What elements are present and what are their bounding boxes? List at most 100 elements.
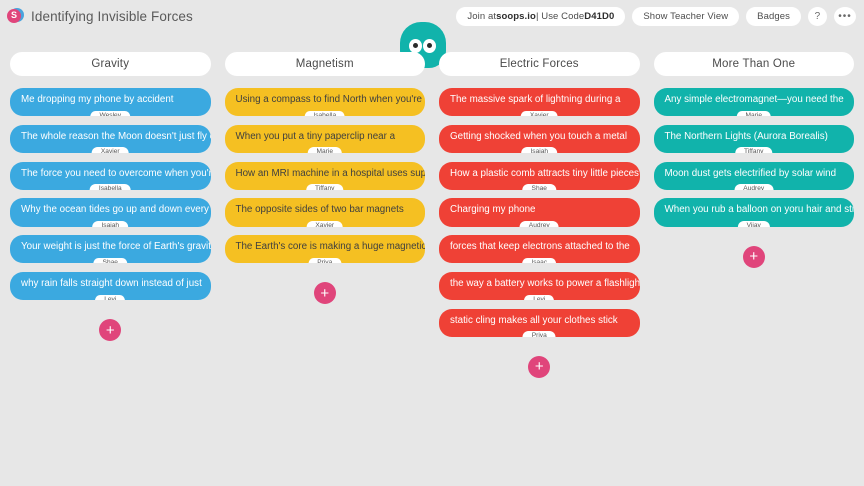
brand: S Identifying Invisible Forces bbox=[0, 7, 193, 25]
join-prefix: Join at bbox=[467, 10, 497, 22]
app-header: S Identifying Invisible Forces Join at s… bbox=[0, 0, 864, 32]
idea-card-text: the way a battery works to power a flash… bbox=[450, 277, 640, 289]
idea-card[interactable]: the way a battery works to power a flash… bbox=[439, 271, 640, 301]
idea-card-text: forces that keep electrons attached to t… bbox=[450, 241, 630, 253]
idea-card-author: Shae bbox=[93, 257, 127, 264]
idea-card-author: Isabella bbox=[89, 184, 131, 190]
idea-card-author: Isaac bbox=[522, 257, 557, 264]
join-separator: | Use Code bbox=[535, 10, 585, 22]
idea-card-text: The whole reason the Moon doesn't just f… bbox=[21, 130, 211, 142]
idea-card-text: How an MRI machine in a hospital uses su… bbox=[235, 167, 426, 179]
add-card-button[interactable]: + bbox=[528, 355, 551, 378]
idea-card-author: Isaiah bbox=[521, 147, 558, 154]
idea-card-author: Xavier bbox=[520, 110, 558, 117]
idea-card[interactable]: static cling makes all your clothes stic… bbox=[439, 308, 640, 337]
idea-card[interactable]: Your weight is just the force of Earth's… bbox=[10, 235, 211, 264]
add-card-row: + bbox=[654, 245, 855, 268]
idea-card-author: Vijay bbox=[737, 221, 770, 227]
idea-card-author: Audrey bbox=[734, 184, 774, 190]
idea-card-text: Charging my phone bbox=[450, 204, 536, 216]
idea-card-text: The Earth's core is making a huge magnet… bbox=[235, 241, 426, 253]
idea-card-author: Xavier bbox=[306, 221, 344, 227]
idea-card[interactable]: Why the ocean tides go up and down every… bbox=[10, 198, 211, 227]
add-card-button[interactable]: + bbox=[313, 282, 336, 305]
idea-card-author: Levi bbox=[524, 294, 555, 301]
column-header[interactable]: Electric Forces bbox=[439, 52, 640, 76]
help-icon[interactable]: ? bbox=[808, 6, 827, 26]
idea-card[interactable]: How a plastic comb attracts tiny little … bbox=[439, 161, 640, 190]
idea-card[interactable]: The Earth's core is making a huge magnet… bbox=[224, 235, 426, 264]
header-actions: Join at soops.io | Use Code D41D0 Show T… bbox=[456, 6, 864, 26]
idea-card-text: When you rub a balloon on yoru hair and … bbox=[664, 204, 855, 216]
idea-card[interactable]: The Northern Lights (Aurora Borealis) Tif… bbox=[653, 124, 854, 154]
add-card-row: + bbox=[10, 319, 211, 342]
idea-card[interactable]: The whole reason the Moon doesn't just f… bbox=[10, 124, 211, 154]
idea-card-text: Any simple electromagnet—you need the bbox=[664, 94, 844, 105]
idea-card-text: When you put a tiny paperclip near a bbox=[235, 130, 396, 142]
idea-card-author: Audrey bbox=[519, 221, 559, 227]
join-code-pill[interactable]: Join at soops.io | Use Code D41D0 bbox=[456, 6, 626, 26]
idea-card-author: Tiffany bbox=[735, 147, 773, 154]
column-header[interactable]: More Than One bbox=[653, 52, 854, 76]
show-teacher-view-button[interactable]: Show Teacher View bbox=[632, 6, 740, 26]
add-card-button[interactable]: + bbox=[742, 245, 765, 268]
more-options-icon[interactable]: ••• bbox=[834, 6, 856, 26]
add-card-row: + bbox=[439, 355, 640, 378]
idea-card-text: The massive spark of lightning during a bbox=[450, 94, 621, 105]
idea-card[interactable]: why rain falls straight down instead of … bbox=[10, 271, 211, 301]
idea-card-text: How a plastic comb attracts tiny little … bbox=[450, 167, 639, 179]
logo-letter: S bbox=[7, 8, 21, 23]
idea-card-text: The Northern Lights (Aurora Borealis) bbox=[664, 130, 828, 142]
card-list: Using a compass to find North when you'r… bbox=[224, 88, 426, 264]
add-card-button[interactable]: + bbox=[99, 319, 122, 342]
idea-card-text: The opposite sides of two bar magnets bbox=[235, 204, 404, 216]
idea-card[interactable]: How an MRI machine in a hospital uses su… bbox=[224, 161, 426, 190]
idea-card-text: Moon dust gets electrified by solar wind bbox=[664, 167, 837, 179]
add-card-row: + bbox=[225, 282, 426, 305]
idea-card[interactable]: forces that keep electrons attached to t… bbox=[439, 235, 640, 264]
badges-button[interactable]: Badges bbox=[746, 6, 801, 26]
idea-card-author: Shae bbox=[522, 184, 556, 190]
page-title: Identifying Invisible Forces bbox=[31, 8, 193, 24]
idea-card-author: Isaiah bbox=[92, 221, 129, 227]
idea-card-author: Priya bbox=[522, 331, 556, 337]
card-list: The massive spark of lightning during a X… bbox=[439, 88, 640, 337]
idea-card-text: Your weight is just the force of Earth's… bbox=[21, 241, 211, 253]
idea-card-text: static cling makes all your clothes stic… bbox=[450, 314, 618, 326]
idea-card-author: Isabella bbox=[304, 110, 346, 117]
idea-card-text: Why the ocean tides go up and down every bbox=[21, 204, 209, 216]
idea-card[interactable]: The force you need to overcome when you'… bbox=[10, 161, 211, 190]
idea-card[interactable]: When you rub a balloon on yoru hair and … bbox=[653, 198, 855, 227]
idea-card-author: Marie bbox=[736, 110, 771, 117]
idea-card-text: Using a compass to find North when you'r… bbox=[235, 94, 422, 105]
idea-card[interactable]: The massive spark of lightning during a X… bbox=[439, 88, 640, 117]
idea-card[interactable]: Moon dust gets electrified by solar wind… bbox=[653, 161, 854, 190]
column-header[interactable]: Gravity bbox=[10, 52, 211, 76]
idea-card-text: The force you need to overcome when you'… bbox=[21, 167, 211, 179]
soops-logo-icon: S bbox=[7, 7, 24, 25]
idea-card-text: Getting shocked when you touch a metal bbox=[450, 130, 627, 142]
idea-card-author: Priya bbox=[308, 257, 342, 264]
idea-card[interactable]: Using a compass to find North when you'r… bbox=[224, 88, 425, 117]
idea-card-author: Xavier bbox=[91, 147, 129, 154]
idea-card-text: why rain falls straight down instead of … bbox=[21, 277, 202, 289]
join-code: D41D0 bbox=[584, 10, 615, 22]
idea-card-author: Tiffany bbox=[306, 184, 344, 190]
idea-card-author: Levi bbox=[95, 294, 126, 301]
column-header[interactable]: Magnetism bbox=[224, 52, 425, 76]
idea-card-author: Wesley bbox=[90, 110, 130, 117]
